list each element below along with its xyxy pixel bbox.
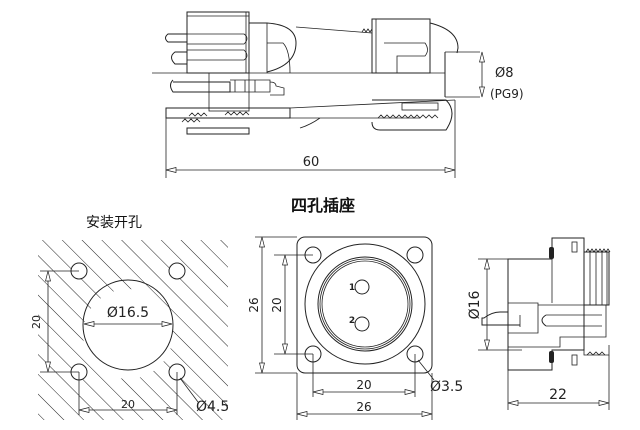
pin-label-2: 2 xyxy=(349,316,355,326)
panel-cutout-view xyxy=(38,240,228,420)
section-title: 四孔插座 xyxy=(291,196,356,215)
o-ring xyxy=(549,351,554,363)
vertical-spacing-label: 20 xyxy=(30,315,43,329)
solder-cup xyxy=(481,311,520,326)
mount-hole xyxy=(406,246,424,264)
hatched-panel xyxy=(38,240,228,420)
contact-tip xyxy=(541,314,547,327)
cable-diameter-label: Ø8 xyxy=(495,66,514,81)
gland-size-label: (PG9) xyxy=(490,87,524,101)
pin xyxy=(165,33,187,43)
o-ring xyxy=(549,247,554,259)
coupling-nut xyxy=(186,11,250,74)
panel-cutout-title: 安装开孔 xyxy=(86,215,142,231)
socket-side-view xyxy=(478,237,611,410)
horizontal-spacing-label: 20 xyxy=(121,398,135,411)
pin-hole-1 xyxy=(354,279,370,295)
gland-nut xyxy=(371,18,431,74)
gland-dome xyxy=(429,22,459,54)
receptacle-outer xyxy=(317,256,413,352)
thread-diameter-label: Ø16 xyxy=(467,290,483,319)
plug-length-label: 60 xyxy=(303,155,320,170)
threaded-barrel xyxy=(584,251,610,306)
pin-hole-2 xyxy=(354,316,370,332)
flange-ring xyxy=(304,243,426,365)
mount-hole xyxy=(168,262,186,280)
plug-side-view xyxy=(152,11,485,178)
mount-hole-diameter-label: Ø4.5 xyxy=(196,399,229,415)
hole-vertical-spacing-label: 20 xyxy=(270,297,284,312)
lower-shell xyxy=(165,107,291,119)
square-flange xyxy=(296,236,433,374)
pin-label-1: 1 xyxy=(349,283,355,293)
pin xyxy=(171,51,187,65)
center-hole-label: Ø16.5 xyxy=(107,305,149,321)
socket-front-view xyxy=(255,236,435,420)
center-cutout xyxy=(82,279,174,371)
flange-height-label: 26 xyxy=(247,297,261,312)
socket-length-label: 22 xyxy=(549,387,567,403)
body-cap xyxy=(249,22,297,73)
contact xyxy=(170,79,231,93)
socket-mount-hole-label: Ø3.5 xyxy=(430,379,463,395)
hole-horizontal-spacing-label: 20 xyxy=(356,378,371,392)
flange-width-label: 26 xyxy=(356,400,371,414)
